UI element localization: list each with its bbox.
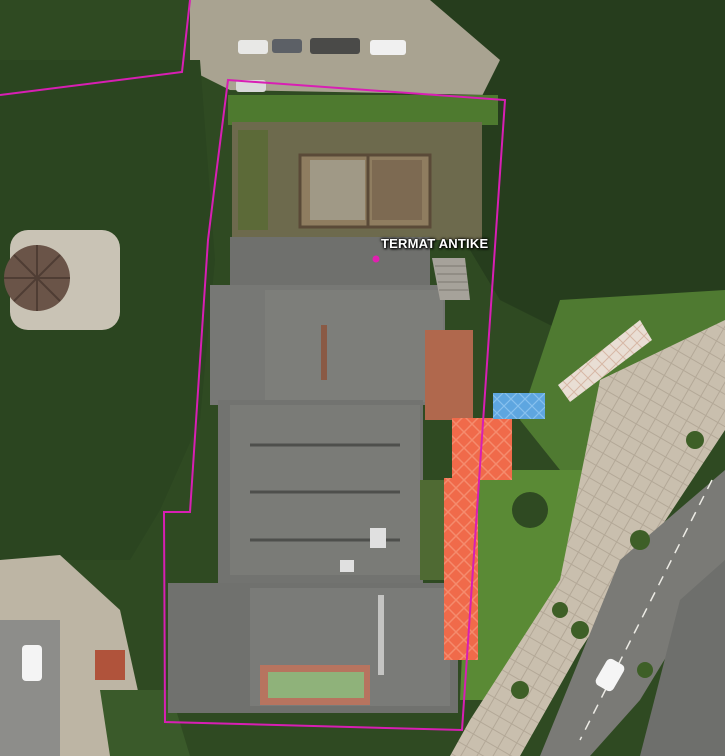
site-boundary (162, 78, 507, 732)
car (22, 645, 42, 681)
location-marker[interactable] (372, 255, 380, 263)
car (238, 40, 268, 54)
umbrella (493, 393, 545, 419)
car (595, 658, 625, 692)
place-label[interactable]: TERMAT ANTIKE (381, 236, 489, 251)
road (540, 470, 725, 756)
car (310, 38, 360, 54)
tent (558, 320, 652, 402)
kiosk (95, 650, 125, 680)
roof-north (230, 237, 430, 292)
boundary-line (0, 0, 191, 96)
car (272, 39, 302, 53)
car (370, 40, 406, 55)
